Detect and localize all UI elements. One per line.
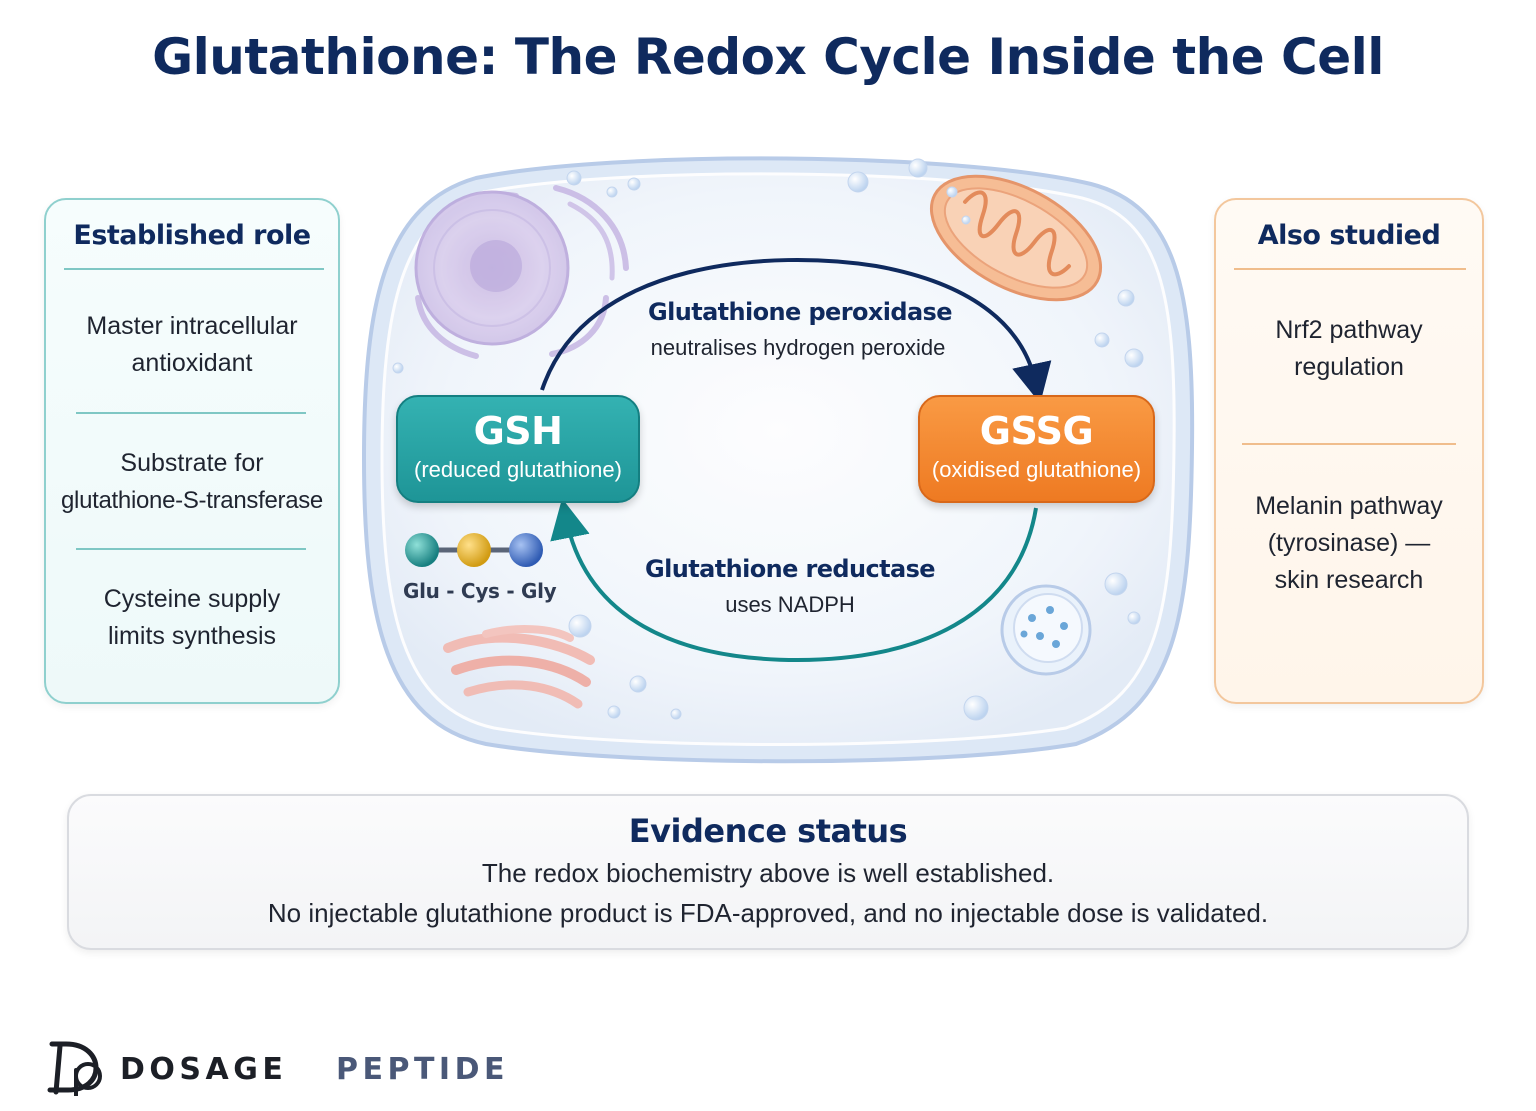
brand-name-part2: PEPTIDE: [336, 1052, 509, 1087]
tripeptide-label: Glu - Cys - Gly: [403, 579, 557, 603]
peroxidase-arrow: [540, 258, 1052, 404]
established-role-title: Established role: [73, 220, 311, 251]
vesicle-icon: [1000, 584, 1092, 676]
cell-artwork: [361, 156, 1195, 764]
tripeptide-icon: [405, 533, 543, 567]
reductase-arrow: [550, 498, 1038, 663]
gsh-sublabel: (reduced glutathione): [414, 457, 622, 482]
item-line: glutathione-S-transferase: [61, 487, 323, 514]
item-line: Substrate for: [120, 449, 264, 477]
forward-enzyme-name: Glutathione peroxidase: [648, 298, 953, 326]
also-studied-item-melanin: Melanin pathway (tyrosinase) — skin rese…: [1222, 488, 1476, 599]
item-line: limits synthesis: [107, 622, 277, 650]
bubble-decoration: [392, 158, 1144, 721]
mitochondrion-icon: [929, 174, 1103, 302]
gssg-label: GSSG: [979, 409, 1094, 453]
gssg-node: GSSG (oxidised glutathione): [918, 395, 1155, 503]
item-line: regulation: [1294, 353, 1404, 381]
evidence-status-panel: Evidence status The redox biochemistry a…: [67, 794, 1469, 950]
item-line: (tyrosinase) —: [1267, 529, 1431, 557]
evidence-title: Evidence status: [628, 812, 908, 850]
item-line: antioxidant: [131, 349, 253, 377]
divider: [64, 268, 324, 270]
reverse-enzyme-name: Glutathione reductase: [645, 555, 936, 583]
gssg-sublabel: (oxidised glutathione): [931, 457, 1142, 482]
established-item-cysteine: Cysteine supply limits synthesis: [52, 581, 332, 655]
also-studied-title: Also studied: [1257, 220, 1441, 251]
evidence-line-1: The redox biochemistry above is well est…: [481, 858, 1055, 888]
divider: [1234, 268, 1466, 270]
item-line: Master intracellular: [86, 312, 298, 340]
item-line: Nrf2 pathway: [1275, 316, 1423, 344]
reverse-enzyme-desc: uses NADPH: [725, 592, 855, 617]
established-item-gst-substrate: Substrate for glutathione-S-transferase: [52, 445, 332, 519]
page-title: Glutathione: The Redox Cycle Inside the …: [152, 28, 1384, 86]
gsh-label: GSH: [473, 409, 563, 453]
item-line: Cysteine supply: [103, 585, 281, 613]
cell-illustration: [356, 148, 1202, 766]
brand-name-part1: DOSAGE: [120, 1052, 288, 1087]
dp-logo-icon: [47, 1041, 102, 1096]
divider: [76, 412, 306, 414]
item-line: skin research: [1274, 566, 1424, 594]
also-studied-card: Also studied Nrf2 pathway regulation Mel…: [1214, 198, 1484, 704]
nucleus-icon: [414, 185, 629, 359]
also-studied-item-nrf2: Nrf2 pathway regulation: [1222, 312, 1476, 386]
divider: [76, 548, 306, 550]
forward-enzyme-desc: neutralises hydrogen peroxide: [650, 335, 946, 360]
gsh-node: GSH (reduced glutathione): [396, 395, 640, 503]
evidence-line-2: No injectable glutathione product is FDA…: [267, 898, 1269, 928]
established-item-antioxidant: Master intracellular antioxidant: [52, 308, 332, 382]
item-line: Melanin pathway: [1255, 492, 1443, 520]
established-role-card: Established role Master intracellular an…: [44, 198, 340, 704]
golgi-icon: [443, 625, 595, 709]
divider: [1242, 443, 1456, 445]
